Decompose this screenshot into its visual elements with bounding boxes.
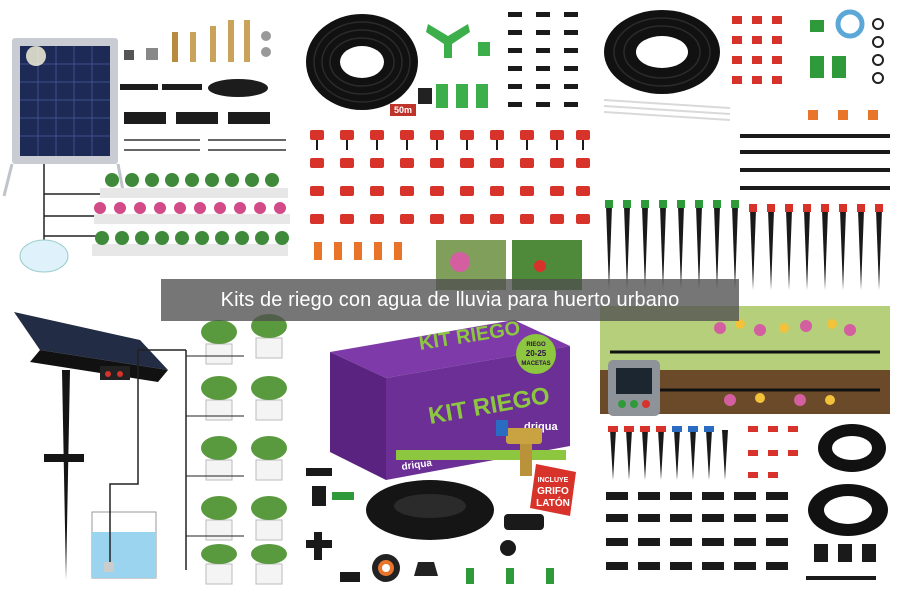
stake-drip-kit-image: [600, 0, 900, 300]
hose-dripper-kit-image: 50m: [300, 0, 600, 300]
solar-vertical-garden-image: [0, 300, 300, 600]
solar-pump-kit-illustration: [2, 20, 290, 273]
hose-dripper-kit-illustration: 50m: [306, 12, 590, 290]
timer-drip-kit-image: [600, 300, 900, 600]
solar-pump-kit-image: [0, 0, 300, 300]
hose-length-tag: 50m: [394, 105, 412, 115]
box-brand-logo: driqua: [401, 458, 433, 473]
kit-riego-box-image: KIT RIEGO KIT RIEGO RIEGO 20-25 MACETAS …: [300, 300, 600, 600]
tag-line-2: GRIFO: [537, 486, 569, 497]
caption-bar: Kits de riego con agua de lluvia para hu…: [161, 279, 739, 321]
timer-drip-kit-illustration: [600, 306, 890, 580]
tag-line-3: LATÓN: [536, 496, 570, 509]
tag-line-1: INCLUYE: [538, 477, 569, 484]
kit-riego-box-illustration: KIT RIEGO KIT RIEGO RIEGO 20-25 MACETAS …: [306, 317, 576, 584]
badge-line-2: 20-25: [526, 349, 547, 358]
stake-drip-kit-illustration: [603, 9, 890, 290]
solar-vertical-garden-illustration: [14, 312, 287, 585]
badge-line-3: MACETAS: [521, 361, 550, 367]
caption-text: Kits de riego con agua de lluvia para hu…: [220, 288, 680, 311]
badge-line-1: RIEGO: [526, 342, 546, 348]
